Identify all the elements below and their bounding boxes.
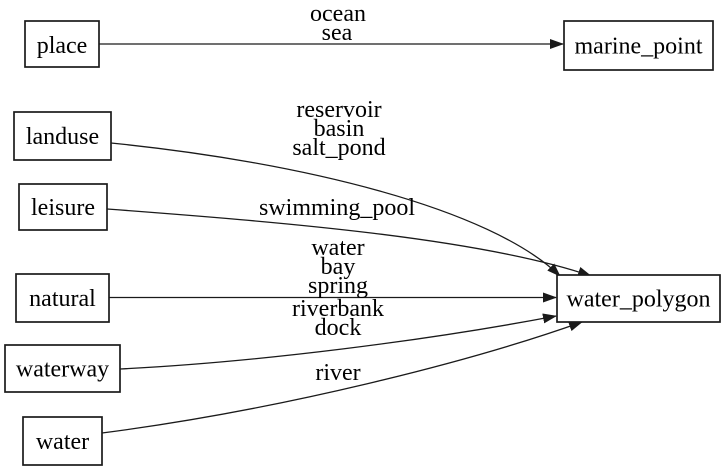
- edge-label-bay: bay: [321, 254, 356, 280]
- node-water_polygon-label: water_polygon: [567, 287, 711, 313]
- node-place-label: place: [37, 33, 88, 59]
- edge-label-sea: sea: [322, 20, 353, 46]
- node-waterway-box: [4, 344, 121, 393]
- edge-leisure-water_polygon: [106, 208, 592, 277]
- node-leisure-box: [18, 183, 108, 231]
- edge-label-spring: spring: [308, 273, 368, 299]
- edge-label-basin: basin: [314, 116, 365, 142]
- node-marine_point: marine_point: [563, 20, 714, 71]
- node-place: place: [24, 20, 100, 68]
- node-natural: natural: [15, 273, 110, 323]
- edge-water-water_polygon: [101, 321, 583, 434]
- node-place-box: [24, 20, 100, 68]
- edge-label-group: ocean sea reservoir basin salt_pond swim…: [259, 1, 415, 386]
- node-landuse-label: landuse: [26, 124, 99, 150]
- node-water-label: water: [36, 429, 89, 455]
- node-natural-label: natural: [29, 286, 96, 312]
- node-water_polygon: water_polygon: [556, 274, 721, 323]
- node-marine_point-box: [563, 20, 714, 71]
- edge-label-reservoir: reservoir: [296, 97, 381, 123]
- node-marine_point-label: marine_point: [575, 34, 703, 60]
- edge-label-swimming_pool: swimming_pool: [259, 195, 415, 221]
- node-leisure: leisure: [18, 183, 108, 231]
- node-waterway-label: waterway: [16, 357, 109, 383]
- edge-label-water: water: [311, 235, 364, 261]
- edge-label-dock: dock: [315, 315, 362, 341]
- node-landuse: landuse: [13, 111, 112, 161]
- node-leisure-label: leisure: [31, 195, 95, 221]
- edge-label-salt_pond: salt_pond: [292, 135, 385, 161]
- node-landuse-box: [13, 111, 112, 161]
- node-natural-box: [15, 273, 110, 323]
- edge-waterway-water_polygon: [119, 313, 557, 370]
- edge-label-ocean: ocean: [310, 1, 366, 27]
- edge-group: [99, 39, 592, 434]
- edge-label-river: river: [315, 360, 360, 386]
- node-water_polygon-box: [556, 274, 721, 323]
- node-water-box: [22, 416, 103, 466]
- node-group: place landuse leisure natural waterway w…: [4, 20, 721, 466]
- edge-landuse-water_polygon: [110, 142, 561, 277]
- edge-label-riverbank: riverbank: [292, 296, 384, 322]
- node-waterway: waterway: [4, 344, 121, 393]
- node-water: water: [22, 416, 103, 466]
